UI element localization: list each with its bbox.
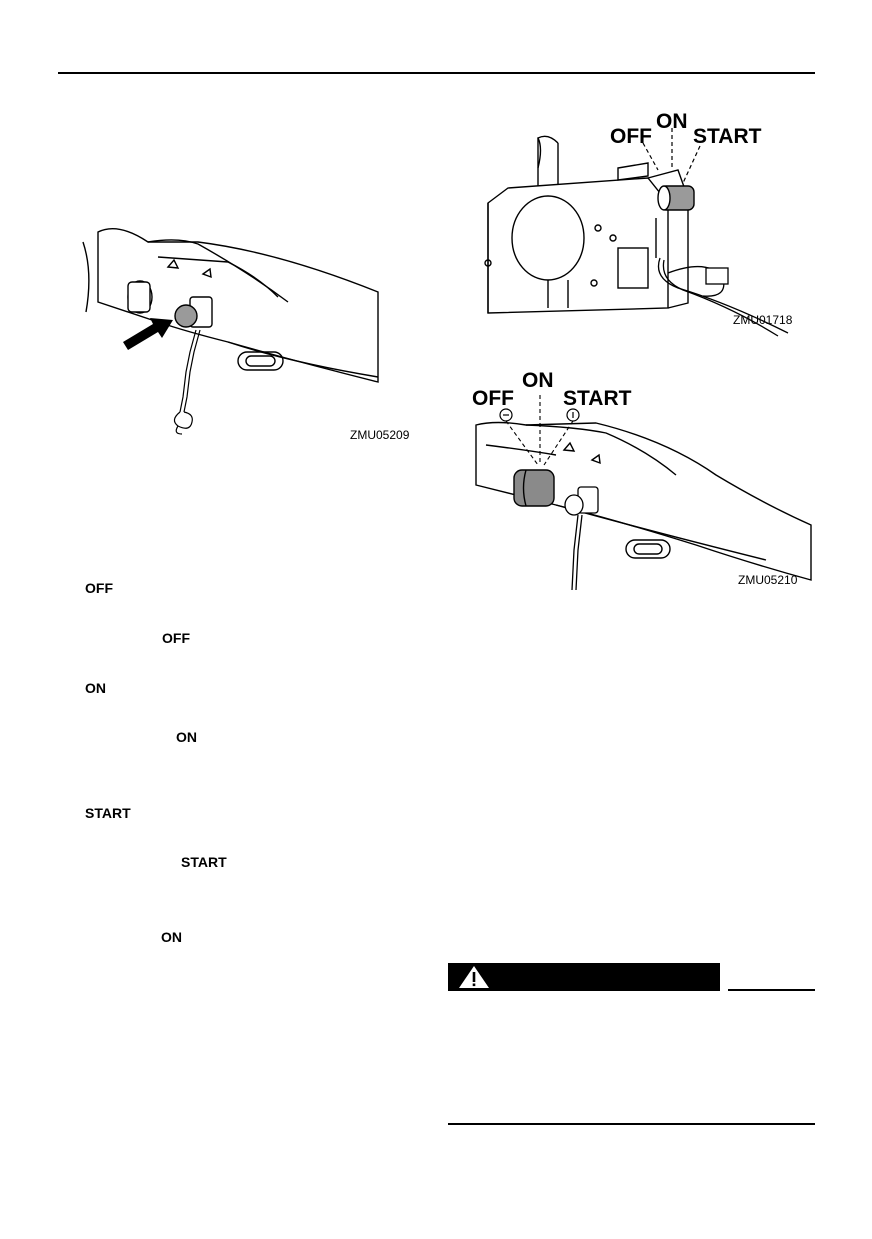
on-heading: ON — [85, 680, 106, 696]
off-inline: OFF — [162, 630, 190, 646]
stop-switch — [174, 296, 213, 328]
arrow-icon — [123, 318, 173, 350]
warning-rule — [728, 989, 815, 991]
figure-key-switch: OFF ON START ZMU05210 — [466, 365, 816, 590]
key-positions — [499, 408, 580, 422]
main-switch-knob — [657, 185, 695, 211]
figure-code-label: ZMU01718 — [733, 313, 793, 327]
tiller-lanyard-illustration: ZMU05209 — [82, 228, 410, 442]
start-inline: START — [181, 854, 227, 870]
header-rule — [58, 72, 815, 74]
label-on: ON — [522, 369, 554, 392]
lanyard-cord — [173, 329, 201, 435]
label-start: START — [563, 387, 632, 410]
remote-box-illustration: OFF ON START ZMU01718 — [484, 110, 793, 337]
warning-bottom-rule — [448, 1123, 815, 1125]
on-inline-2: ON — [161, 929, 182, 945]
cables — [657, 257, 789, 337]
label-off: OFF — [610, 125, 652, 148]
key-knob — [513, 469, 555, 507]
off-heading: OFF — [85, 580, 113, 596]
key-knob — [127, 280, 153, 314]
on-inline: ON — [176, 729, 197, 745]
stop-switch — [564, 486, 599, 590]
key-switch-illustration: OFF ON START ZMU05210 — [472, 369, 812, 590]
figure-tiller-lanyard: ZMU05209 — [78, 212, 418, 462]
label-off: OFF — [472, 387, 514, 410]
figure-code-label: ZMU05210 — [738, 573, 798, 587]
label-on: ON — [656, 110, 688, 133]
warning-banner — [448, 963, 720, 991]
label-start: START — [693, 125, 762, 148]
warning-triangle-icon — [459, 966, 489, 988]
figure-code-label: ZMU05209 — [350, 428, 410, 442]
start-heading: START — [85, 805, 131, 821]
figure-remote-control-box: OFF ON START ZMU01718 — [478, 108, 818, 338]
